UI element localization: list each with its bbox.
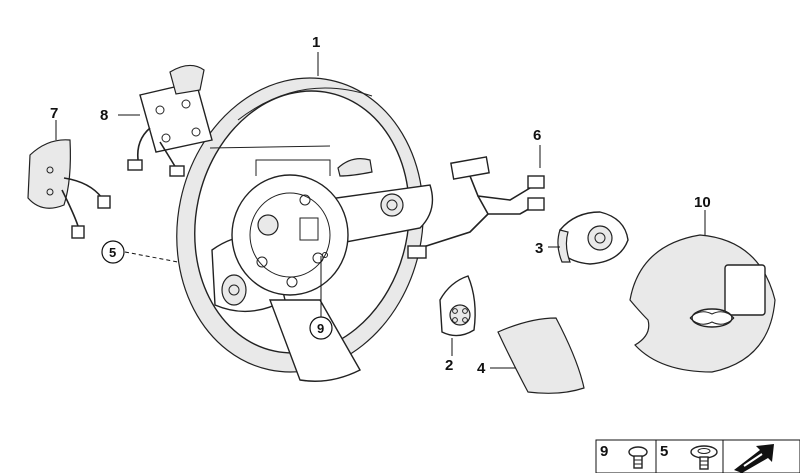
callout-5: 5 bbox=[109, 245, 116, 260]
airbag-module-part-10[interactable] bbox=[629, 234, 776, 373]
legend-item-5: 5 bbox=[660, 443, 668, 460]
fastener-legend: 9 5 bbox=[595, 439, 800, 473]
callout-7: 7 bbox=[50, 105, 58, 122]
horn-contact-part-7[interactable] bbox=[27, 139, 111, 239]
screw-9-icon bbox=[628, 446, 648, 469]
direction-arrow-icon bbox=[734, 444, 774, 473]
trim-cover-part-4[interactable] bbox=[497, 317, 585, 394]
callout-9: 9 bbox=[317, 321, 324, 336]
screw-part-9-in-diagram[interactable] bbox=[322, 252, 328, 258]
screw-5-icon bbox=[690, 445, 718, 470]
callout-1: 1 bbox=[312, 34, 320, 51]
leader-lines bbox=[55, 52, 706, 369]
switch-part-2[interactable] bbox=[439, 275, 476, 337]
wiring-harness-part-6[interactable] bbox=[407, 156, 545, 259]
callout-8: 8 bbox=[100, 107, 108, 124]
airbag-bracket-part-8[interactable] bbox=[127, 64, 213, 177]
steering-wheel-part-1[interactable] bbox=[150, 55, 450, 395]
callout-9-circle bbox=[309, 316, 333, 340]
callout-2: 2 bbox=[445, 357, 453, 374]
callout-3: 3 bbox=[535, 240, 543, 257]
callout-6: 6 bbox=[533, 127, 541, 144]
legend-item-9: 9 bbox=[600, 443, 608, 460]
callout-10: 10 bbox=[694, 194, 711, 211]
callout-labels: 1 2 3 4 6 7 8 10 5 9 bbox=[50, 34, 711, 377]
callout-5-circle bbox=[101, 240, 125, 264]
callout-4: 4 bbox=[477, 360, 486, 377]
switch-part-3[interactable] bbox=[557, 211, 629, 265]
